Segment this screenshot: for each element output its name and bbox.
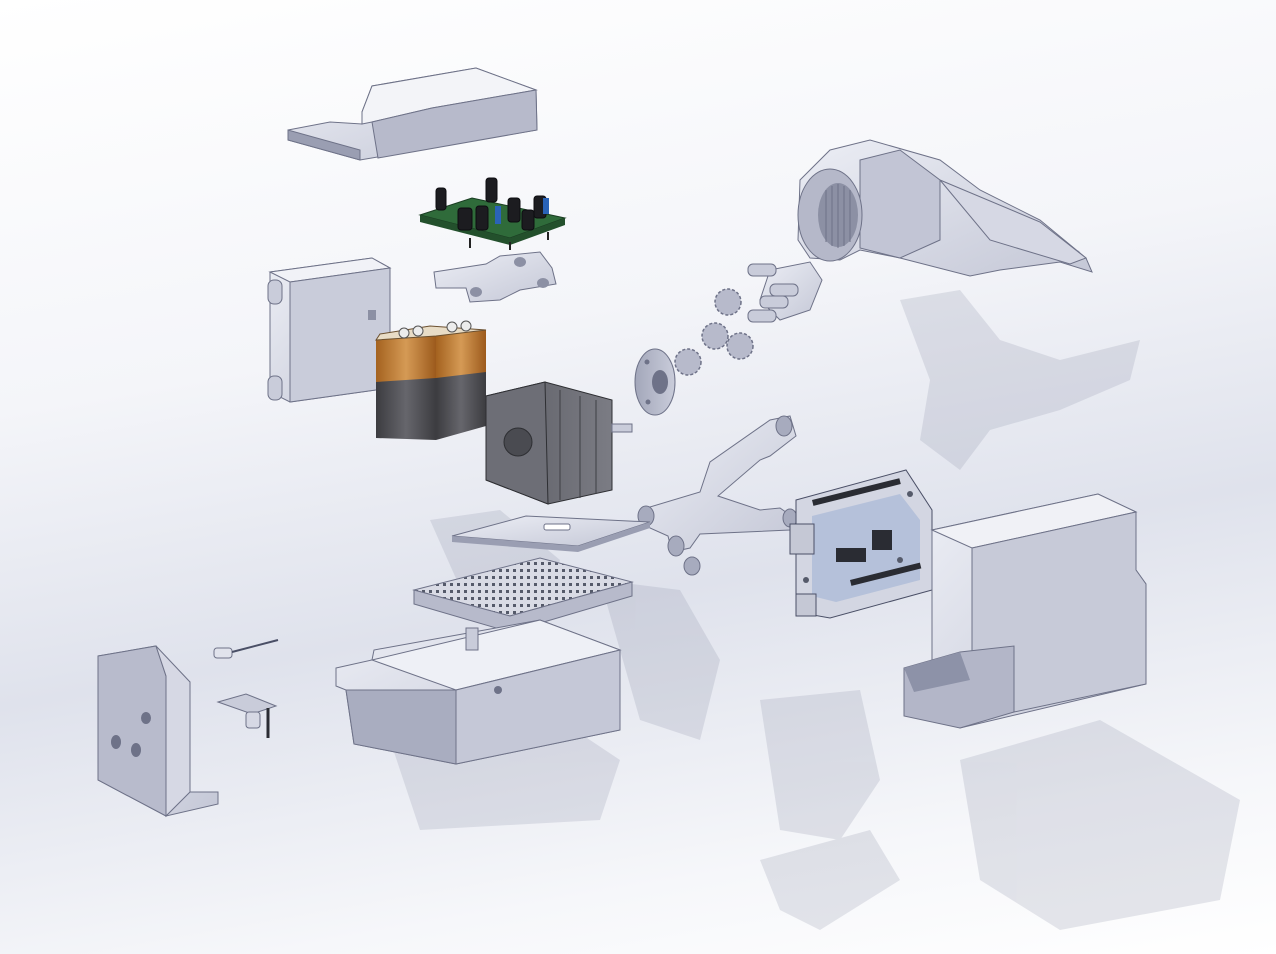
- planet-gear-carrier: [747, 261, 823, 323]
- main-enclosure: [335, 619, 622, 765]
- sensor-module: [216, 693, 278, 738]
- battery-holder: [267, 257, 392, 403]
- pcb-bracket: [433, 251, 557, 303]
- spacer-plate: [451, 515, 651, 552]
- top-cover-lid: [287, 67, 538, 161]
- rear-housing: [903, 493, 1147, 729]
- side-bracket: [97, 645, 219, 818]
- motor-mount-arm: [797, 139, 1093, 277]
- planet-gears: [674, 288, 754, 376]
- led-pin: [213, 639, 279, 659]
- sun-gear-disk: [634, 348, 676, 416]
- driver-pcb: [418, 177, 567, 250]
- stepper-motor: [485, 381, 633, 505]
- breadboard: [412, 557, 634, 633]
- battery-pack: [375, 320, 487, 440]
- linkage-arm: [637, 415, 801, 576]
- microcontroller-board: [789, 469, 933, 619]
